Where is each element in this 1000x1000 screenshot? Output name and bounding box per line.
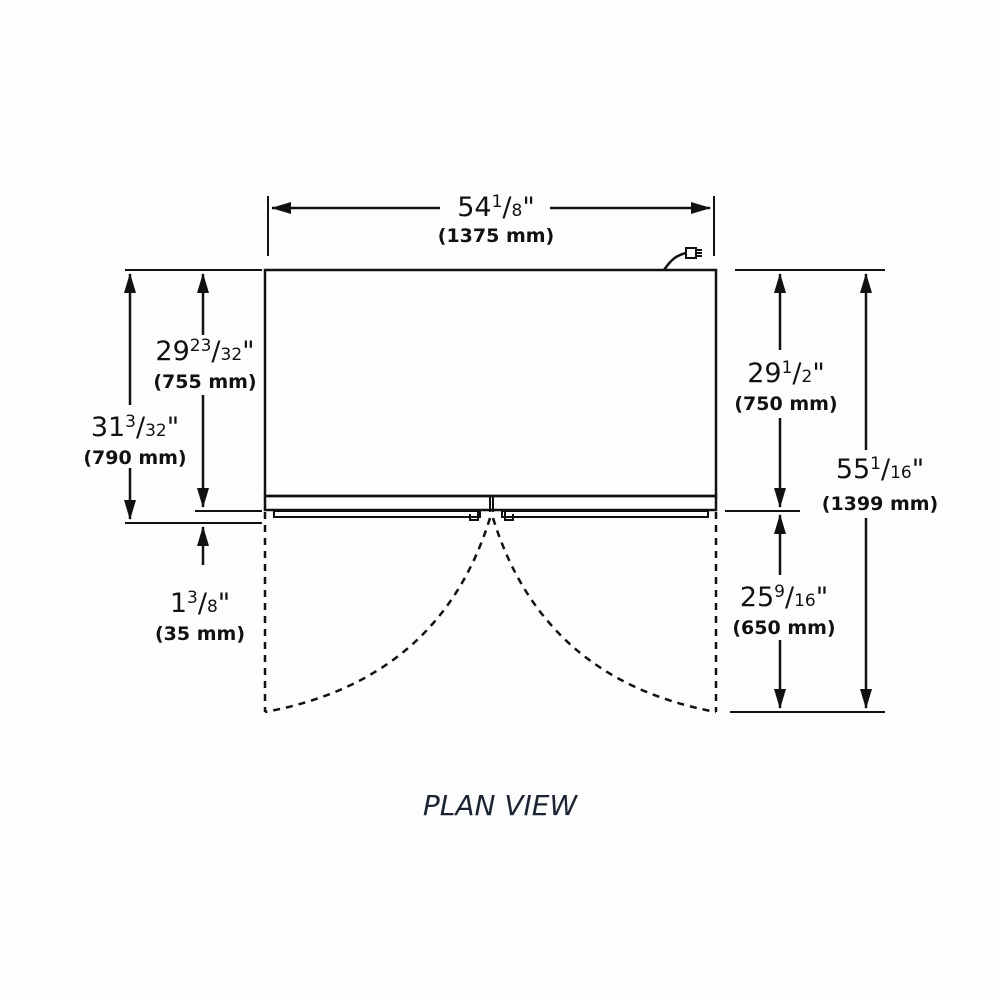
dimension-lines (124, 202, 872, 709)
svg-text:(35 mm): (35 mm) (155, 623, 245, 645)
svg-text:(1375 mm): (1375 mm) (438, 225, 554, 247)
right-door (501, 510, 709, 518)
left-door (273, 510, 481, 518)
svg-text:541/8": 541/8" (457, 192, 535, 223)
door-swing (263, 512, 718, 714)
plug-icon (685, 247, 702, 259)
label-door-swing: 259/16" (650 mm) (732, 582, 835, 639)
label-depth-body: 2923/32" (755 mm) (153, 336, 256, 393)
svg-text:313/32": 313/32" (91, 412, 179, 443)
cabinet (263, 247, 718, 521)
label-overall-depth: 551/16" (1399 mm) (822, 454, 938, 515)
svg-text:2923/32": 2923/32" (155, 336, 254, 367)
svg-text:(755 mm): (755 mm) (153, 371, 256, 393)
label-door-offset: 13/8" (35 mm) (155, 588, 245, 645)
diagram-title: PLAN VIEW (423, 789, 579, 822)
cabinet-body (263, 268, 718, 498)
svg-text:291/2": 291/2" (747, 358, 825, 389)
svg-text:259/16": 259/16" (740, 582, 828, 613)
door-hinges (469, 512, 514, 521)
extension-lines (125, 196, 885, 713)
power-cord (662, 251, 687, 271)
label-depth-right: 291/2" (750 mm) (734, 358, 837, 415)
svg-text:13/8": 13/8" (170, 588, 230, 619)
label-width: 541/8" (1375 mm) (438, 192, 554, 247)
svg-text:(750 mm): (750 mm) (734, 393, 837, 415)
svg-text:551/16": 551/16" (836, 454, 924, 485)
svg-text:(650 mm): (650 mm) (732, 617, 835, 639)
label-depth-total-left: 313/32" (790 mm) (83, 412, 186, 469)
svg-text:(790 mm): (790 mm) (83, 447, 186, 469)
svg-text:(1399 mm): (1399 mm) (822, 493, 938, 515)
